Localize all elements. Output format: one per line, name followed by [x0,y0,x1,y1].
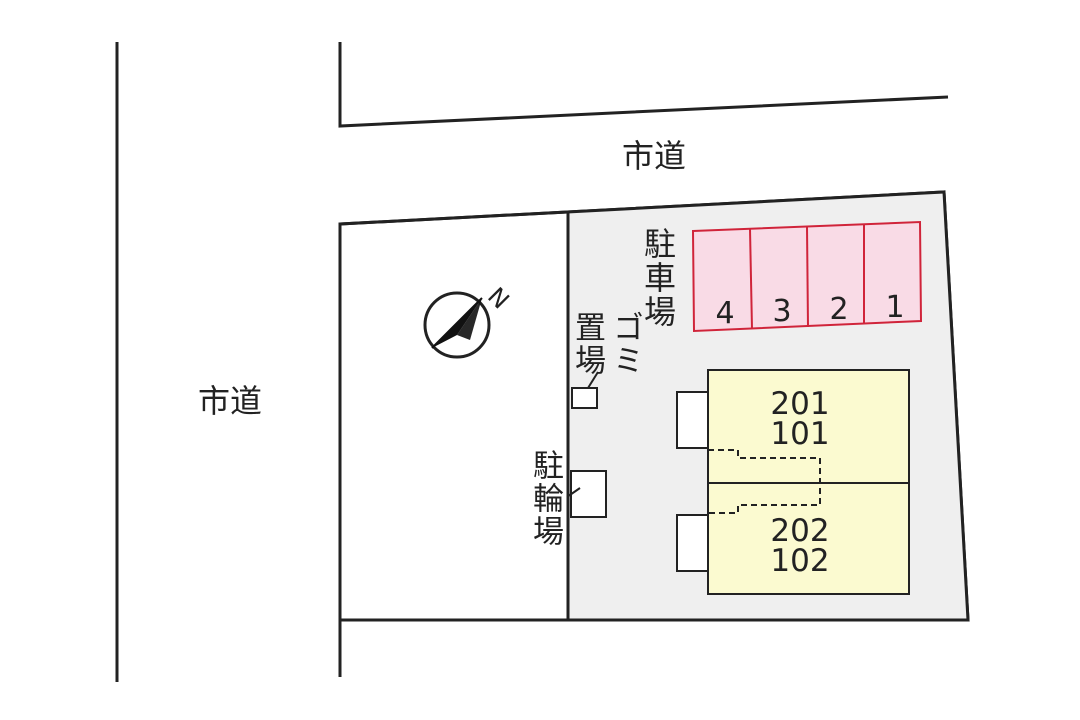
garbage-box [571,387,598,409]
parking-slot-label: 3 [772,294,792,329]
bicycle-label: 駐輪場 [527,449,563,548]
parking-slot-label: 1 [885,290,905,325]
garbage-pointer [587,371,599,389]
entrance-box [676,514,709,572]
interior-dashed-line [708,449,821,514]
road-line-top [338,42,949,128]
road-label-top: 市道 [622,137,687,175]
garbage-label-a: ゴミ [607,311,643,377]
parking-label: 駐車場 [639,227,677,329]
property-outline [338,190,970,622]
unit-lower: 102 [770,543,830,579]
parking-divider [749,228,753,330]
unit-upper: 201 [770,386,830,422]
unit-upper: 202 [770,513,830,549]
parking-slot-label: 2 [829,292,849,327]
entrance-box [676,391,709,449]
unit-lower: 101 [770,416,830,452]
building-unit-202-102 [707,482,910,595]
building-unit-201-101 [707,369,910,484]
garbage-label-b: 置場 [569,311,605,377]
compass-icon [423,291,491,359]
parking-slot-label: 4 [715,296,735,331]
road-label-left: 市道 [198,382,263,420]
bicycle-pointer [566,487,581,498]
parking-divider [806,226,809,328]
bicycle-box [570,470,607,518]
